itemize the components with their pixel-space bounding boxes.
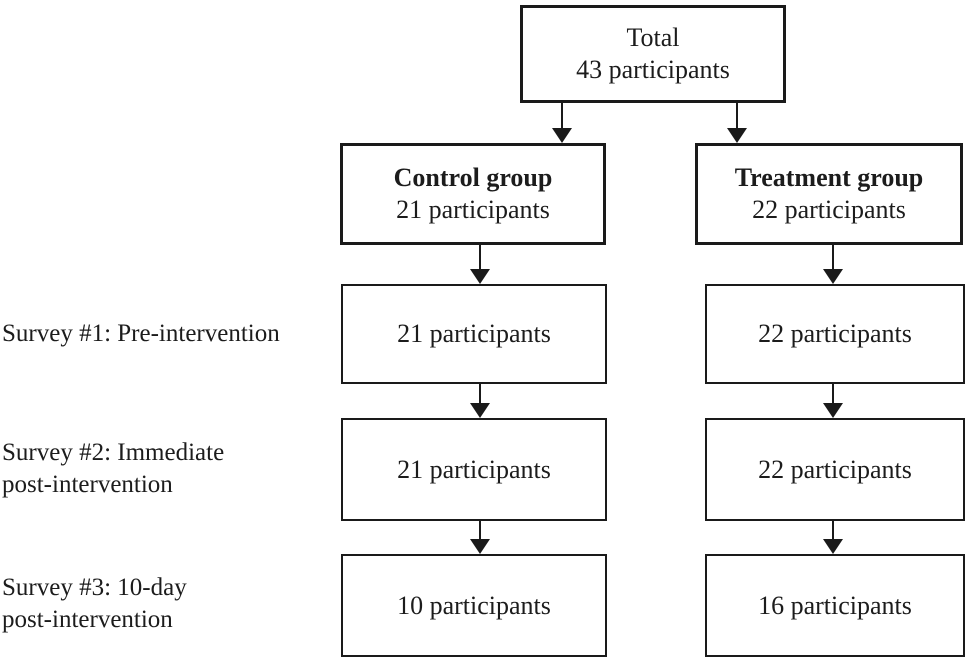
arrow-total-to-control-icon bbox=[552, 103, 572, 143]
treatment-survey1-box: 22 participants bbox=[705, 284, 965, 384]
stage-label-line: post-intervention bbox=[2, 471, 173, 498]
control-survey3-box: 10 participants bbox=[341, 554, 607, 657]
stage-label-line: post-intervention bbox=[2, 606, 173, 633]
stage-label-survey3: Survey #3: 10-day post-intervention bbox=[2, 572, 187, 636]
arrow-control-to-survey1-icon bbox=[470, 245, 490, 284]
control-survey2-box: 21 participants bbox=[341, 418, 607, 521]
control-group-count: 21 participants bbox=[396, 195, 550, 224]
arrow-treatment-to-survey1-icon bbox=[823, 245, 843, 284]
stage-label-survey2: Survey #2: Immediate post-intervention bbox=[2, 437, 224, 501]
arrow-control-survey2-to-survey3-icon bbox=[470, 521, 490, 554]
treatment-survey3-count: 16 participants bbox=[758, 590, 912, 620]
stage-label-survey1: Survey #1: Pre-intervention bbox=[2, 318, 280, 350]
treatment-survey3-box: 16 participants bbox=[705, 554, 965, 657]
control-group-box: Control group 21 participants bbox=[340, 143, 606, 245]
treatment-survey2-count: 22 participants bbox=[758, 454, 912, 484]
control-survey3-count: 10 participants bbox=[397, 590, 551, 620]
stage-label-line: Survey #3: 10-day bbox=[2, 574, 187, 601]
arrow-control-survey1-to-survey2-icon bbox=[470, 384, 490, 418]
treatment-survey1-count: 22 participants bbox=[758, 319, 912, 348]
arrow-total-to-treatment-icon bbox=[727, 103, 747, 143]
total-count: 43 participants bbox=[576, 55, 730, 84]
stage-label-line: Survey #2: Immediate bbox=[2, 439, 225, 466]
control-survey1-count: 21 participants bbox=[397, 319, 551, 348]
arrow-treatment-survey2-to-survey3-icon bbox=[823, 521, 843, 554]
total-title: Total bbox=[626, 23, 680, 52]
arrow-treatment-survey1-to-survey2-icon bbox=[823, 384, 843, 418]
total-box: Total 43 participants bbox=[520, 5, 786, 103]
treatment-group-title: Treatment group bbox=[734, 163, 924, 192]
treatment-survey2-box: 22 participants bbox=[705, 418, 965, 521]
treatment-group-box: Treatment group 22 participants bbox=[695, 143, 963, 245]
control-survey1-box: 21 participants bbox=[341, 284, 607, 384]
control-survey2-count: 21 participants bbox=[397, 454, 551, 484]
control-group-title: Control group bbox=[393, 163, 553, 192]
stage-label-line: Survey #1: Pre-intervention bbox=[2, 320, 280, 347]
treatment-group-count: 22 participants bbox=[752, 195, 906, 224]
